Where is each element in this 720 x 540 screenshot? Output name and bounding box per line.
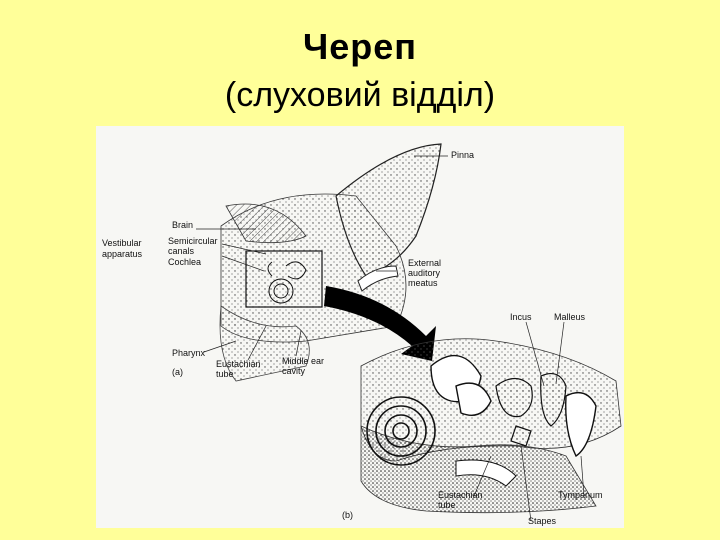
panel-a-drawing (219, 143, 442, 382)
label-external-2: auditory (408, 268, 441, 278)
label-panel-a: (a) (172, 367, 183, 377)
label-external-1: External (408, 258, 441, 268)
label-eustachian-b-1: Eustachian (438, 490, 483, 500)
label-middle-ear-2: cavity (282, 366, 306, 376)
label-panel-b: (b) (342, 510, 353, 520)
label-eustachian-a-2: tube (216, 369, 234, 379)
label-pharynx: Pharynx (172, 348, 206, 358)
label-vestibular-1: Vestibular (102, 238, 142, 248)
label-pinna: Pinna (451, 150, 474, 160)
label-cochlea: Cochlea (168, 257, 201, 267)
slide-title: Череп (302, 26, 418, 67)
magnify-arrow (324, 286, 436, 361)
ossicles (495, 373, 567, 447)
pinna-shape (335, 143, 442, 277)
label-eustachian-b-2: tube (438, 500, 456, 510)
cochlea-spiral (366, 396, 436, 466)
label-eustachian-a-1: Eustachian (216, 359, 261, 369)
label-malleus: Malleus (554, 312, 586, 322)
label-external-3: meatus (408, 278, 438, 288)
label-semicircular-1: Semicircular (168, 236, 218, 246)
slide-subtitle: (слуховий відділ) (224, 76, 496, 114)
label-tympanum: Tympanum (558, 490, 603, 500)
label-incus: Incus (510, 312, 532, 322)
tympanum-shape (565, 392, 597, 458)
detail-box (245, 250, 323, 308)
label-semicircular-2: canals (168, 246, 195, 256)
label-stapes: Stapes (528, 516, 557, 526)
ear-anatomy-drawing: Pinna Brain Vestibular apparatus Semicir… (102, 143, 622, 526)
label-vestibular-2: apparatus (102, 249, 143, 259)
panel-b-drawing (360, 338, 622, 514)
ear-anatomy-figure: Pinna Brain Vestibular apparatus Semicir… (96, 126, 624, 528)
label-brain: Brain (172, 220, 193, 230)
label-middle-ear-1: Middle ear (282, 356, 324, 366)
